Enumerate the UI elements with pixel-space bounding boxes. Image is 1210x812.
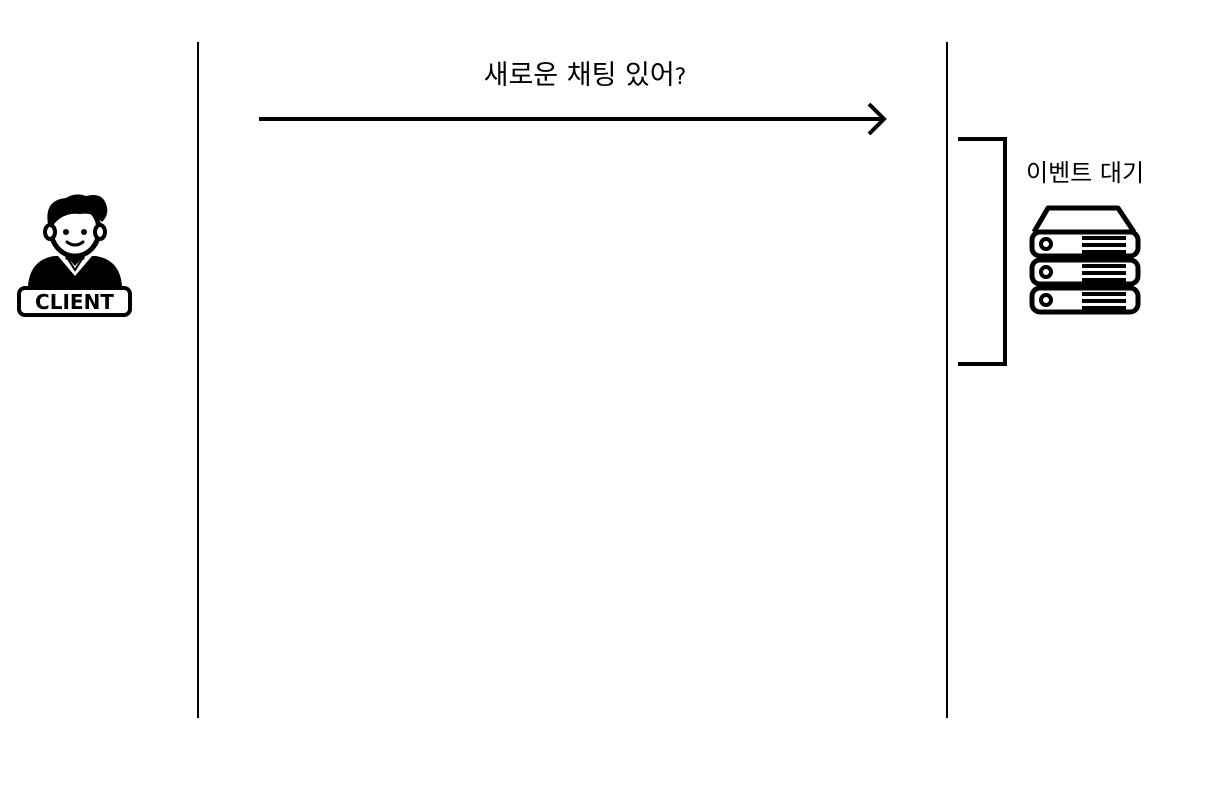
client-person-icon: CLIENT xyxy=(17,194,132,317)
server-lifeline xyxy=(946,42,948,718)
client-badge-label: CLIENT xyxy=(35,290,114,314)
message-text: 새로운 채팅 있어 xyxy=(483,60,675,91)
server-rack-icon xyxy=(1029,205,1141,315)
message-arrow xyxy=(259,102,887,136)
message-text-suffix: ? xyxy=(674,65,687,90)
wait-bracket xyxy=(958,137,1007,366)
client-lifeline xyxy=(197,42,199,718)
wait-label: 이벤트 대기 xyxy=(1026,159,1145,187)
message-label: 새로운 채팅 있어? xyxy=(380,56,790,98)
